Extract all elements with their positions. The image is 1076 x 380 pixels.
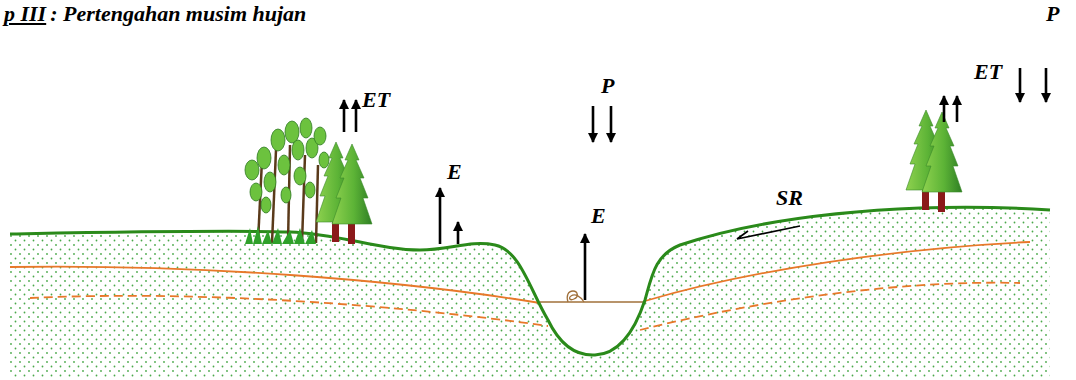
stream-water (540, 291, 646, 302)
water-table-lines (10, 242, 1030, 330)
stage-title: : Pertengahan musim hujan (50, 2, 306, 26)
stage-number: p III (4, 2, 46, 26)
forest-trees (245, 118, 329, 244)
precipitation-label: P (1046, 2, 1059, 26)
evapotranspiration-label: ET (974, 60, 1002, 84)
evapotranspiration-label: ET (362, 88, 390, 112)
surface-runoff-label: SR (776, 186, 803, 210)
evaporation-label: E (591, 204, 606, 228)
soil-ground (10, 207, 1050, 378)
evaporation-label: E (447, 160, 462, 184)
conifer-trees (316, 110, 962, 244)
flux-arrows (344, 68, 1046, 300)
ground-surface (10, 207, 1050, 355)
precipitation-label: P (601, 74, 614, 98)
